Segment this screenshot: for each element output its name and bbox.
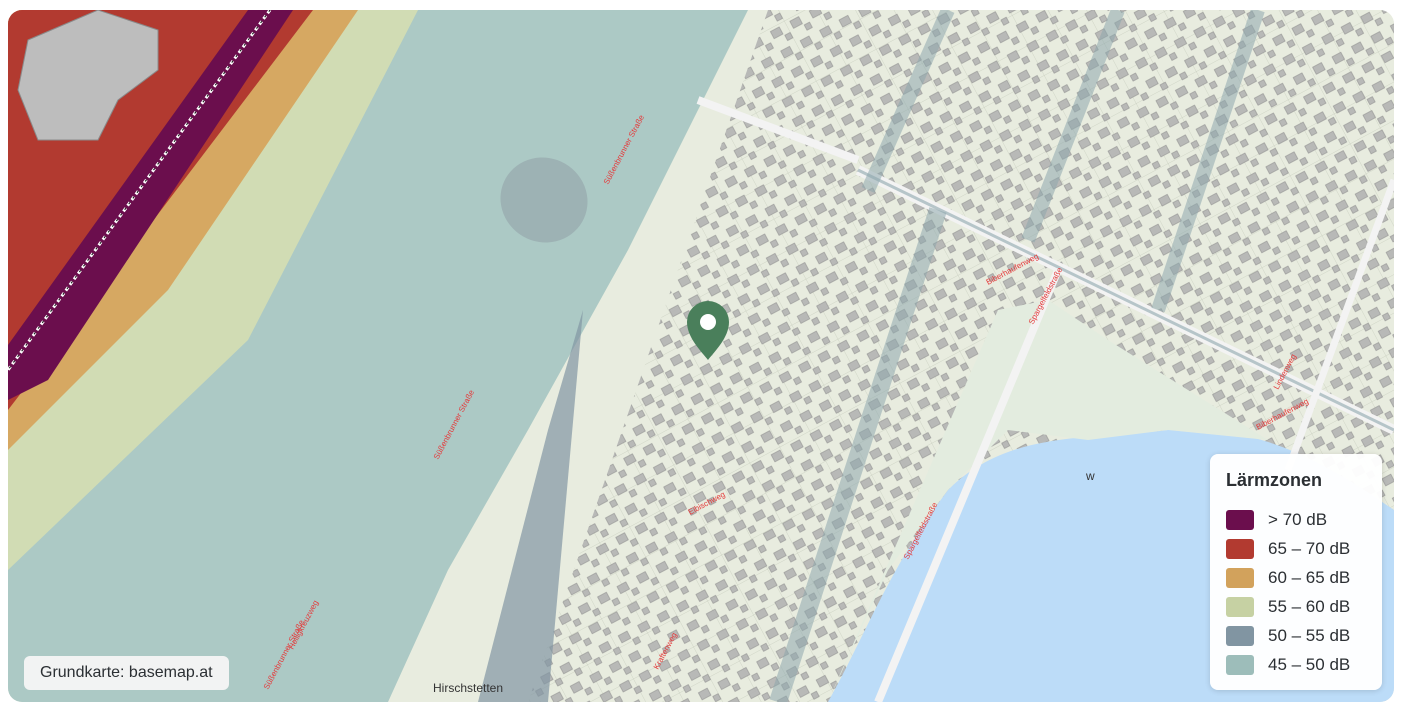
legend-title: Lärmzonen [1226, 470, 1323, 490]
noise-street-strip-4 [861, 10, 955, 193]
legend-label: 60 – 65 dB [1268, 567, 1351, 587]
legend-swatch [1226, 654, 1254, 675]
park-area [828, 300, 1268, 702]
noise-zone-50-55 [478, 310, 583, 702]
legend-item: > 70 dB [1226, 505, 1366, 534]
legend-swatch [1226, 538, 1254, 559]
legend-label: 65 – 70 dB [1268, 538, 1351, 558]
location-pin-icon[interactable] [687, 301, 729, 360]
legend-label: 50 – 55 dB [1268, 625, 1351, 645]
road-spargelfeldstrasse [874, 268, 1062, 702]
pond [500, 157, 588, 243]
legend-label: 55 – 60 dB [1268, 596, 1351, 616]
legend-item: 55 – 60 dB [1226, 592, 1366, 621]
legend-swatch [1226, 509, 1254, 530]
legend-label: 45 – 50 dB [1268, 654, 1351, 674]
legend-item: 45 – 50 dB [1226, 650, 1366, 679]
legend-item: 60 – 65 dB [1226, 563, 1366, 592]
road-east [1284, 178, 1394, 472]
place-label-hirschstetten: Hirschstetten [433, 681, 503, 695]
legend-item: 65 – 70 dB [1226, 534, 1366, 563]
road-west-edge [696, 96, 860, 164]
legend-item: 50 – 55 dB [1226, 621, 1366, 650]
noise-zone-over-70 [8, 10, 293, 400]
map-attribution: Grundkarte: basemap.at [24, 656, 229, 690]
industrial-buildings [17, 10, 159, 141]
map-canvas[interactable]: Süßenbrunner Straße Süßenbrunner Straße … [8, 10, 1394, 702]
noise-street-strip-2 [1021, 10, 1125, 243]
legend-swatch [1226, 625, 1254, 646]
legend-label: > 70 dB [1268, 509, 1328, 529]
legend-swatch [1226, 567, 1254, 588]
noise-street-strip-3 [1151, 10, 1265, 313]
place-label-water: w [1085, 469, 1095, 483]
legend-swatch [1226, 596, 1254, 617]
map-view[interactable]: Süßenbrunner Straße Süßenbrunner Straße … [8, 10, 1394, 702]
map-legend: Lärmzonen > 70 dB 65 – 70 dB 60 – 65 dB 55 … [1210, 454, 1382, 690]
noise-street-strip-1 [769, 207, 947, 702]
